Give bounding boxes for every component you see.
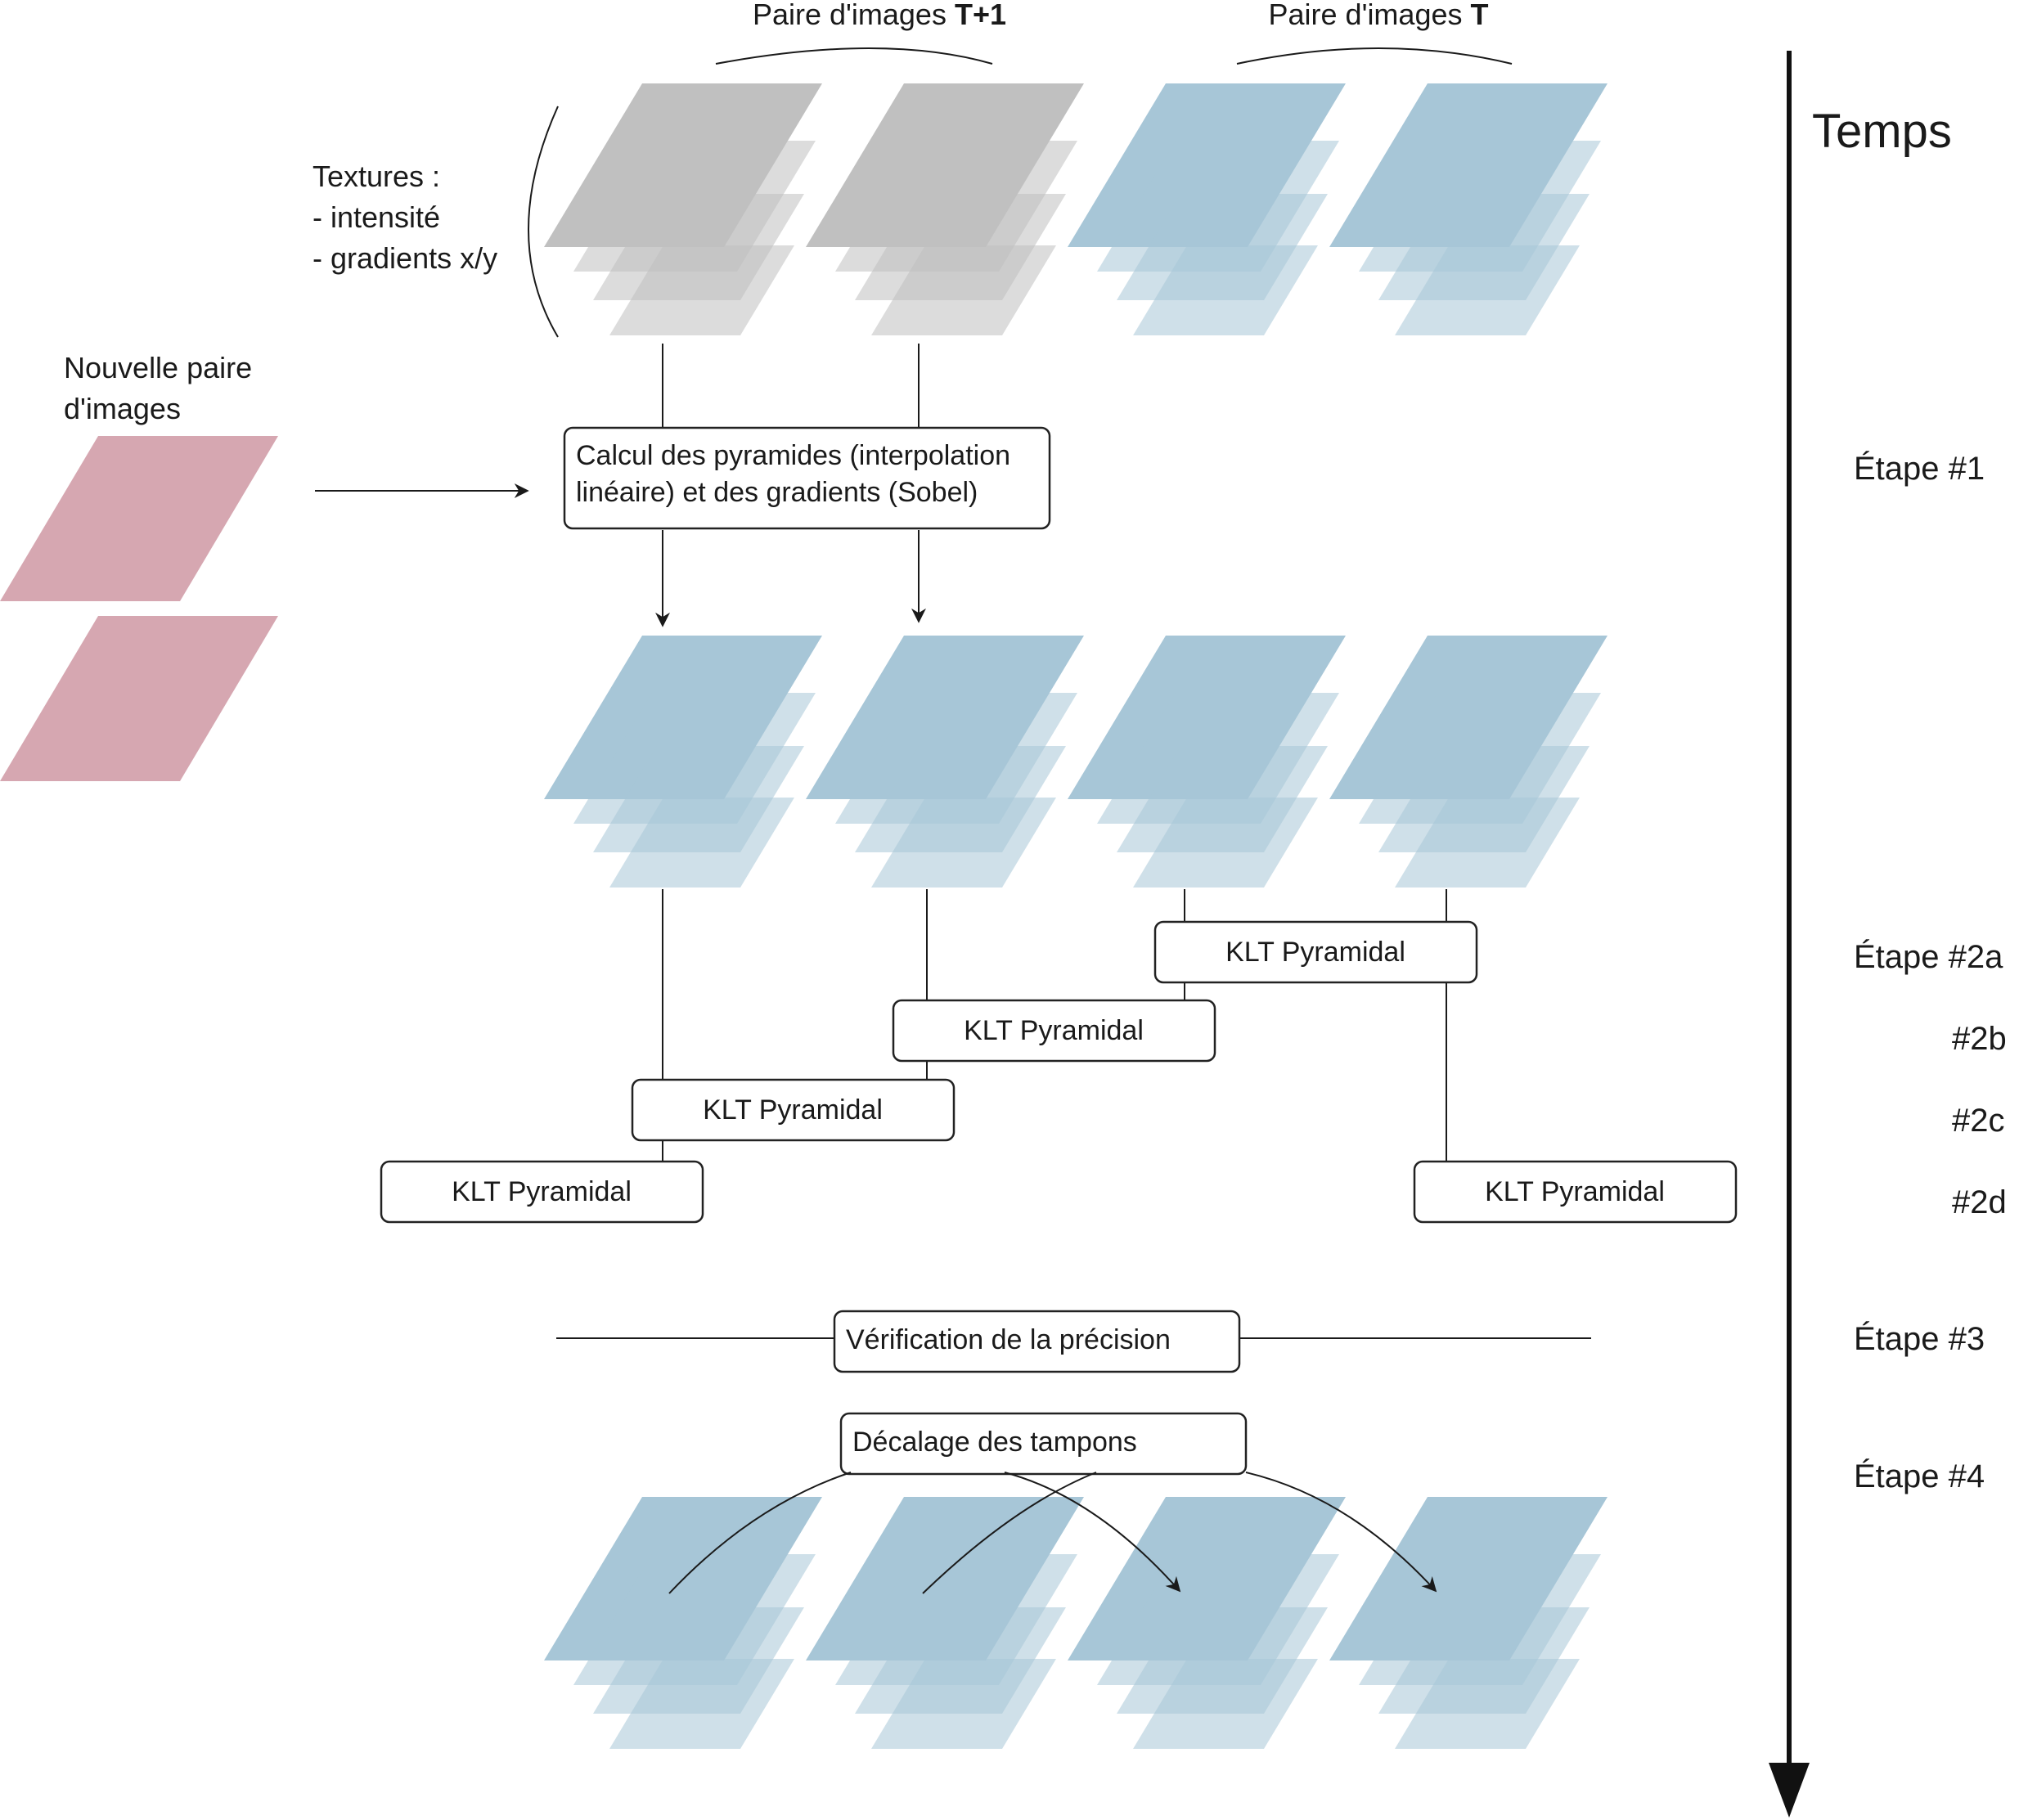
decalage-label: Décalage des tampons (852, 1427, 1137, 1458)
stack-row3-2 (806, 1497, 1084, 1749)
step2a-timeline-label: Étape #2a (1854, 938, 2003, 975)
klt-label-2d-right: KLT Pyramidal (1485, 1176, 1665, 1207)
stack-t1-left (544, 83, 822, 335)
shift-curve-1 (668, 1472, 852, 1594)
texture-layer (1133, 798, 1318, 888)
verification-label: Vérification de la précision (846, 1324, 1171, 1355)
klt-box-2d-left (380, 1160, 704, 1224)
textures-item-intensity: - intensité (313, 200, 440, 234)
textures-bracket (528, 106, 559, 338)
textures-item-gradients: - gradients x/y (313, 241, 497, 275)
textures-title: Textures : (313, 160, 440, 193)
texture-layer (871, 798, 1056, 888)
step1-timeline-label: Étape #1 (1854, 450, 1985, 487)
texture-layer (1395, 798, 1580, 888)
time-title: Temps (1812, 105, 1952, 158)
texture-layer (1395, 1659, 1580, 1749)
step3-timeline-label: Étape #3 (1854, 1320, 1985, 1357)
stack-row2-3 (1068, 636, 1346, 888)
klt-label-2c: KLT Pyramidal (703, 1094, 883, 1126)
texture-stacks (544, 83, 1608, 1749)
klt-box-2d-right (1413, 1160, 1738, 1224)
verification-box (833, 1310, 1241, 1373)
pair-t-label: Paire d'images T (1269, 0, 1489, 31)
klt-label-2b: KLT Pyramidal (964, 1015, 1144, 1046)
stack-row3-3 (1068, 1497, 1346, 1749)
new-image-1 (0, 436, 278, 601)
step4-timeline-label: Étape #4 (1854, 1458, 1985, 1494)
stack-t-left (1068, 83, 1346, 335)
step1-line2: linéaire) et des gradients (Sobel) (576, 477, 978, 508)
klt-box-2c (631, 1078, 956, 1142)
stack-row2-4 (1329, 636, 1608, 888)
stack-row3-4 (1329, 1497, 1608, 1749)
decalage-box (839, 1412, 1248, 1476)
brace-t (1236, 47, 1513, 65)
shift-curve-2 (922, 1472, 1097, 1594)
pair-t1-label: Paire d'images T+1 (753, 0, 1006, 31)
texture-layer (609, 245, 794, 335)
brace-t1 (715, 47, 993, 65)
texture-layer (609, 798, 794, 888)
shift-arrow-2 (1245, 1472, 1437, 1593)
texture-layer (609, 1659, 794, 1749)
new-pair-label-1: Nouvelle paire (64, 351, 252, 384)
stack-row2-2 (806, 636, 1084, 888)
klt-label-2a: KLT Pyramidal (1225, 937, 1405, 968)
texture-layer (1395, 245, 1580, 335)
stack-row2-1 (544, 636, 822, 888)
texture-layer (871, 1659, 1056, 1749)
new-image-2 (0, 616, 278, 781)
new-pair-label-2: d'images (64, 392, 181, 425)
texture-layer (1133, 245, 1318, 335)
klt-box-2b (892, 999, 1216, 1063)
step1-line1: Calcul des pyramides (interpolation (576, 440, 1010, 471)
step1-box (563, 426, 1051, 530)
texture-layer (1133, 1659, 1318, 1749)
klt-box-2a (1153, 920, 1478, 984)
stack-row3-1 (544, 1497, 822, 1749)
klt-label-2d-left: KLT Pyramidal (452, 1176, 632, 1207)
texture-layer (871, 245, 1056, 335)
step2d-timeline-label: #2d (1952, 1184, 2007, 1220)
shift-arrow-1 (1004, 1472, 1181, 1593)
stack-t-right (1329, 83, 1608, 335)
stack-t1-right (806, 83, 1084, 335)
step2c-timeline-label: #2c (1952, 1103, 2005, 1139)
time-axis-arrowhead (1769, 1763, 1810, 1818)
buffer-shift-arrows (668, 1472, 1437, 1594)
step2b-timeline-label: #2b (1952, 1021, 2007, 1057)
